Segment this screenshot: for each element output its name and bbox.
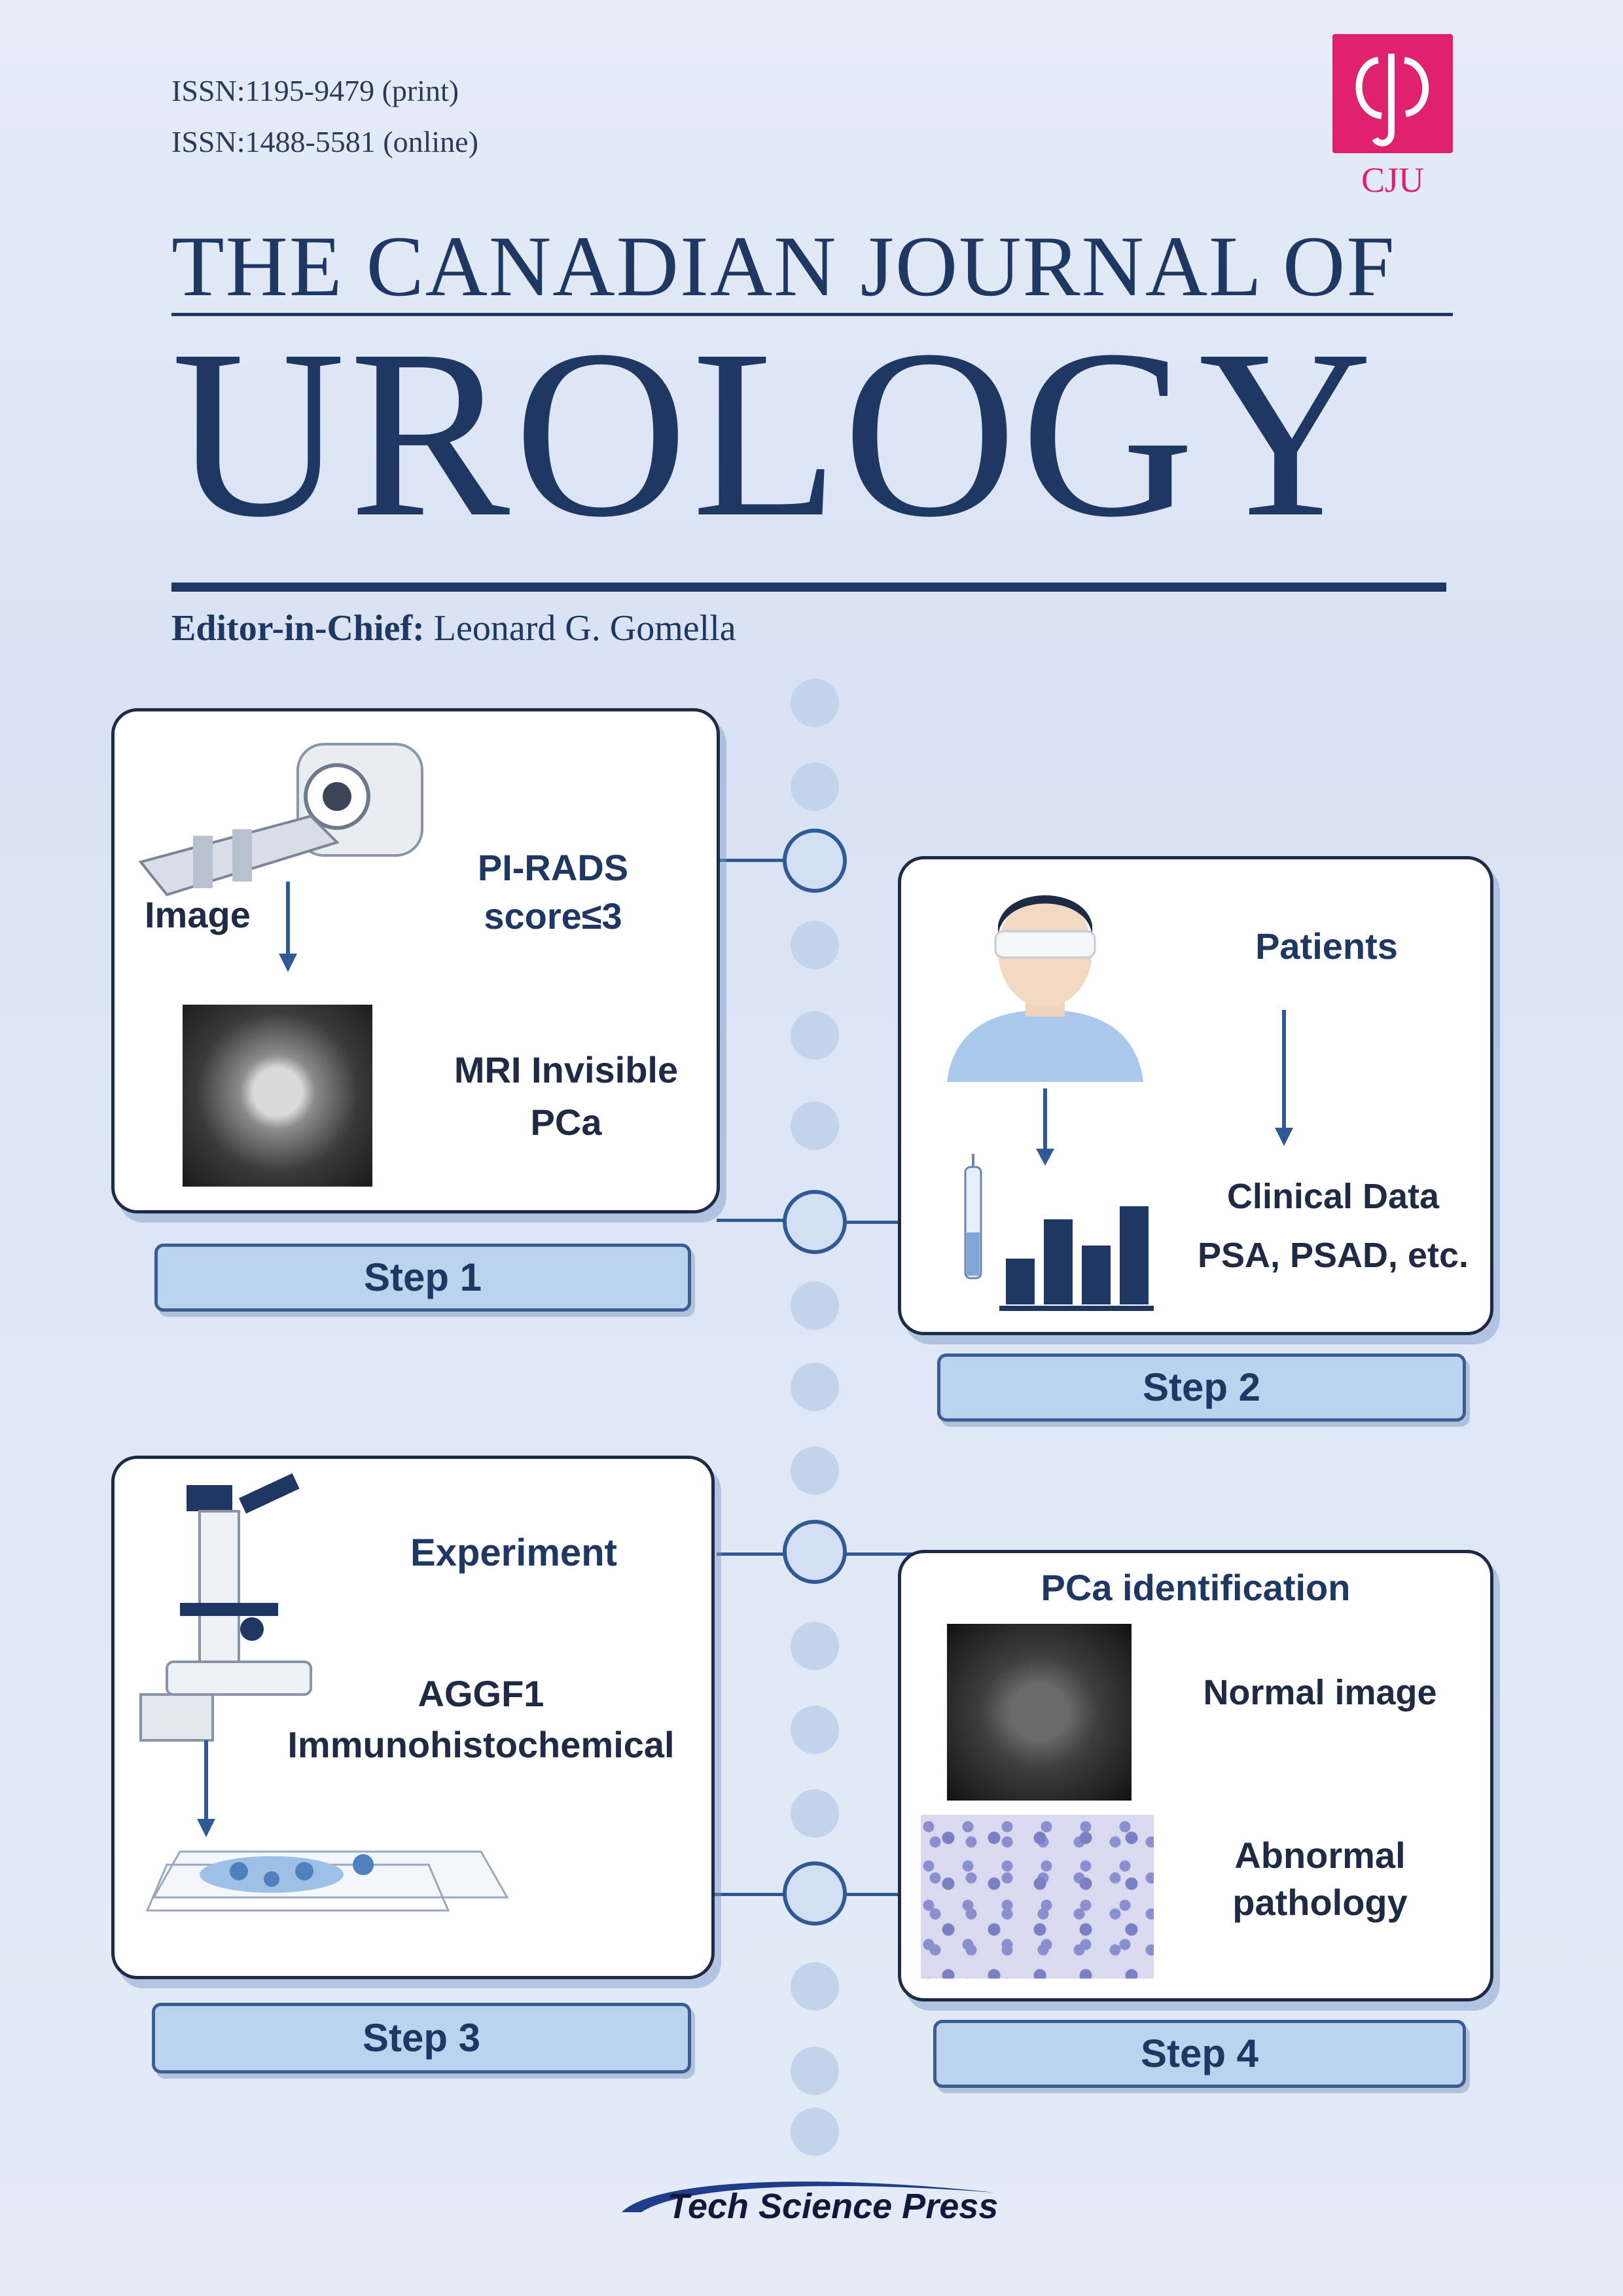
timeline-dot	[791, 1789, 839, 1838]
arrow-down-icon	[279, 882, 297, 972]
issn-print: ISSN:1195-9479 (print)	[171, 74, 459, 107]
mri-invisible-label: MRI Invisible PCa	[429, 1044, 704, 1149]
timeline-dot	[791, 1962, 839, 2011]
step4-button[interactable]: Step 4	[933, 2020, 1466, 2088]
timeline-dot	[791, 679, 839, 727]
connector-line	[717, 859, 793, 862]
syringe-icon	[964, 1154, 982, 1280]
timeline-dot	[791, 921, 839, 969]
timeline-dot	[791, 2108, 839, 2156]
aggf1-line2: Immunohistochemical	[287, 1724, 675, 1765]
cju-logo-mark-icon	[1355, 54, 1429, 147]
step2-card: Patients Clinical Data PSA, PSAD, etc.	[898, 856, 1493, 1335]
step4-card: PCa identification Normal image Abnormal…	[898, 1550, 1493, 2001]
abnormal-line2: pathology	[1232, 1882, 1408, 1923]
timeline-node	[783, 829, 847, 893]
clinical-line2: PSA, PSAD, etc.	[1197, 1236, 1469, 1275]
abnormal-pathology-label: Abnormal pathology	[1189, 1832, 1451, 1926]
editor-name: Leonard G. Gomella	[433, 608, 736, 649]
normal-mri-image	[947, 1624, 1132, 1801]
journal-title-main: UROLOGY	[171, 300, 1377, 567]
mri-image	[183, 1005, 372, 1187]
cju-logo	[1332, 34, 1453, 153]
microscope-icon	[139, 1473, 312, 1742]
publisher-swoosh-icon	[622, 2181, 995, 2212]
pirads-label: PI-RADS score≤3	[455, 844, 651, 941]
pathology-image	[921, 1815, 1154, 1979]
editor-label: Editor-in-Chief:	[171, 608, 425, 649]
mri-scanner-icon	[138, 743, 423, 897]
timeline-dot	[791, 1102, 839, 1150]
arrow-down-icon	[1036, 1088, 1054, 1166]
step2-button[interactable]: Step 2	[937, 1354, 1466, 1422]
timeline-node	[783, 1190, 847, 1254]
connector-line	[710, 1893, 786, 1896]
timeline-node	[783, 1520, 847, 1584]
issn-online: ISSN:1488-5581 (online)	[171, 125, 478, 158]
connector-line	[717, 1552, 793, 1556]
experiment-label: Experiment	[410, 1532, 617, 1574]
editor-in-chief: Editor-in-Chief: Leonard G. Gomella	[171, 607, 736, 649]
aggf1-label: AGGF1 Immunohistochemical	[252, 1668, 710, 1770]
image-label: Image	[145, 894, 251, 935]
patients-label: Patients	[1255, 925, 1398, 967]
journal-title-line1: THE CANADIAN JOURNAL OF	[171, 218, 1396, 314]
pirads-line1: PI-RADS	[477, 847, 629, 888]
pca-identification-title: PCa identification	[1041, 1567, 1351, 1608]
arrow-down-icon	[1275, 1010, 1293, 1146]
timeline-dot	[791, 1446, 839, 1495]
connector-line	[844, 1893, 900, 1896]
connector-line	[844, 1552, 923, 1556]
normal-image-label: Normal image	[1203, 1673, 1437, 1712]
title-rule-bottom	[171, 583, 1446, 592]
timeline-dot	[791, 1706, 839, 1754]
timeline-dot	[791, 1363, 839, 1411]
connector-line	[717, 1219, 793, 1222]
title-rule-top	[171, 313, 1453, 316]
pirads-line2: score≤3	[484, 895, 622, 937]
publisher-name: Tech Science Press	[668, 2187, 999, 2226]
timeline-node	[783, 1861, 847, 1926]
logo-label: CJU	[1361, 160, 1425, 200]
clinical-data-label: Clinical Data PSA, PSAD, etc.	[1176, 1167, 1490, 1285]
aggf1-line1: AGGF1	[418, 1673, 544, 1714]
step1-button[interactable]: Step 1	[154, 1244, 691, 1312]
slides-icon	[145, 1850, 509, 1912]
mri-line2: PCa	[530, 1102, 602, 1143]
step3-button[interactable]: Step 3	[152, 2003, 691, 2073]
mri-line1: MRI Invisible	[454, 1049, 679, 1090]
step1-card: Image PI-RADS score≤3 MRI Invisible PCa	[111, 708, 720, 1213]
bar-chart-icon	[999, 1206, 1154, 1311]
timeline-dot	[791, 2047, 839, 2095]
abnormal-line1: Abnormal	[1234, 1835, 1406, 1876]
timeline-dot	[791, 1282, 839, 1330]
step3-card: Experiment AGGF1 Immunohistochemical	[111, 1456, 715, 1979]
patient-icon	[947, 895, 1143, 1082]
timeline-dot	[791, 762, 839, 811]
timeline-dot	[791, 1011, 839, 1060]
clinical-line1: Clinical Data	[1226, 1177, 1440, 1216]
connector-line	[844, 1221, 900, 1224]
arrow-down-icon	[197, 1740, 215, 1837]
timeline-dot	[791, 1622, 839, 1670]
